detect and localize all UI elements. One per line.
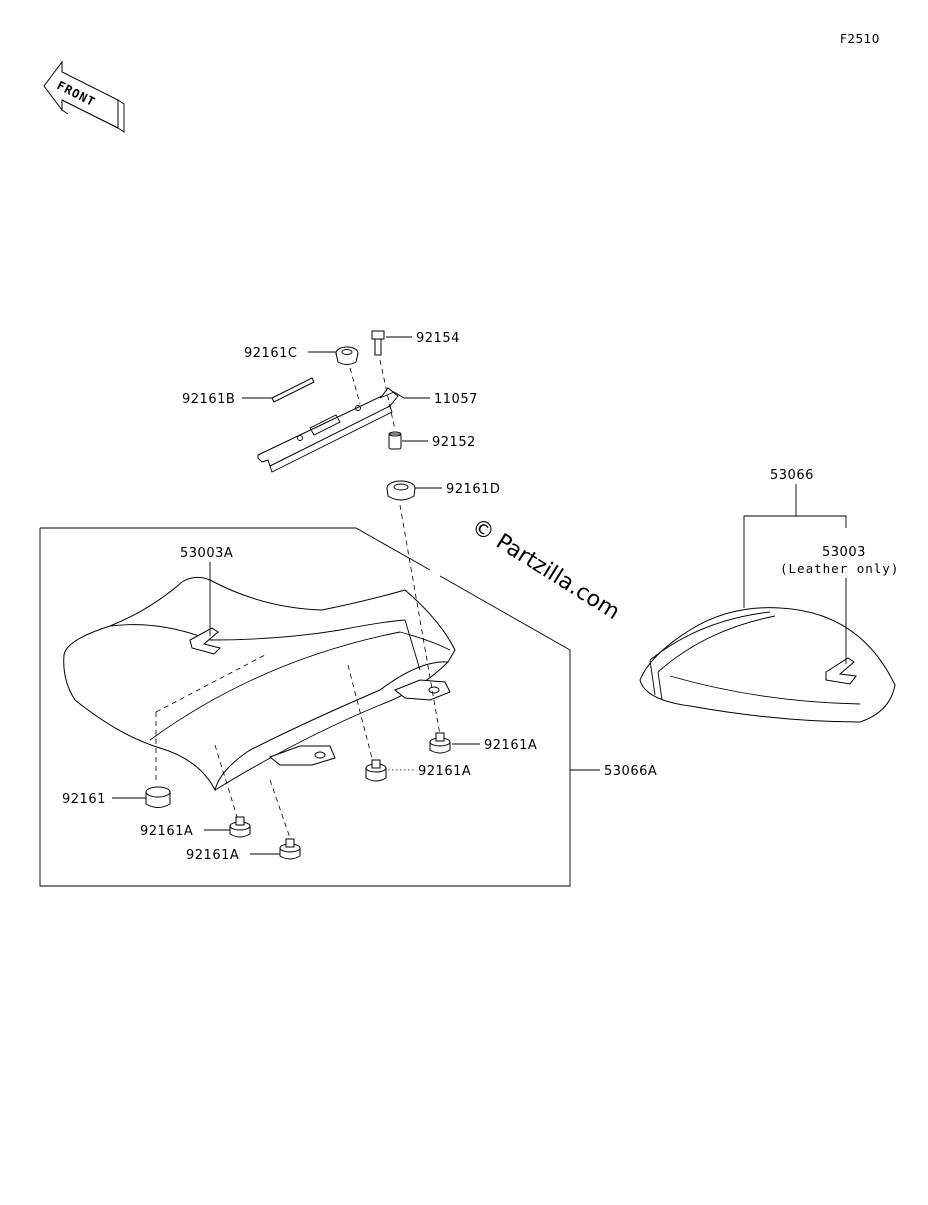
bracket-11057: [257, 387, 405, 473]
front-arrow-icon: FRONT: [43, 60, 125, 133]
damper-92161A-3: [229, 816, 251, 838]
label-92161C: 92161C: [244, 346, 297, 361]
collar-92152: [388, 431, 402, 450]
label-92161: 92161: [62, 792, 106, 807]
assembly-frame: [40, 527, 431, 571]
damper-92161A-4: [279, 838, 301, 860]
label-92161D: 92161D: [446, 482, 500, 497]
label-92154: 92154: [416, 331, 460, 346]
grommet-92161C: [335, 346, 359, 365]
label-53066A: 53066A: [604, 764, 657, 779]
label-92161A-3: 92161A: [140, 824, 193, 839]
seat-bracket-right: [394, 679, 451, 701]
damper-92161D: [386, 480, 416, 501]
label-92161A-4: 92161A: [186, 848, 239, 863]
label-53066: 53066: [770, 468, 814, 483]
damper-92161A-2: [365, 759, 387, 782]
damper-92161: [145, 786, 171, 808]
bolt-92154: [371, 330, 385, 356]
diagram-code: F2510: [840, 32, 880, 46]
label-92161B: 92161B: [182, 392, 235, 407]
seat-53066A: [63, 576, 456, 792]
label-53003: 53003: [822, 545, 866, 560]
damper-92161A-1: [429, 732, 451, 754]
seat-53066: [639, 607, 896, 723]
rod-92161B: [271, 377, 315, 403]
label-92161A-2: 92161A: [418, 764, 471, 779]
watermark: © Partzilla.com: [467, 514, 624, 625]
label-53003-note: (Leather only): [780, 561, 899, 576]
label-11057: 11057: [434, 392, 478, 407]
label-53003A: 53003A: [180, 546, 233, 561]
label-92152: 92152: [432, 435, 476, 450]
label-92161A-1: 92161A: [484, 738, 537, 753]
seat-bracket-left: [268, 745, 336, 766]
